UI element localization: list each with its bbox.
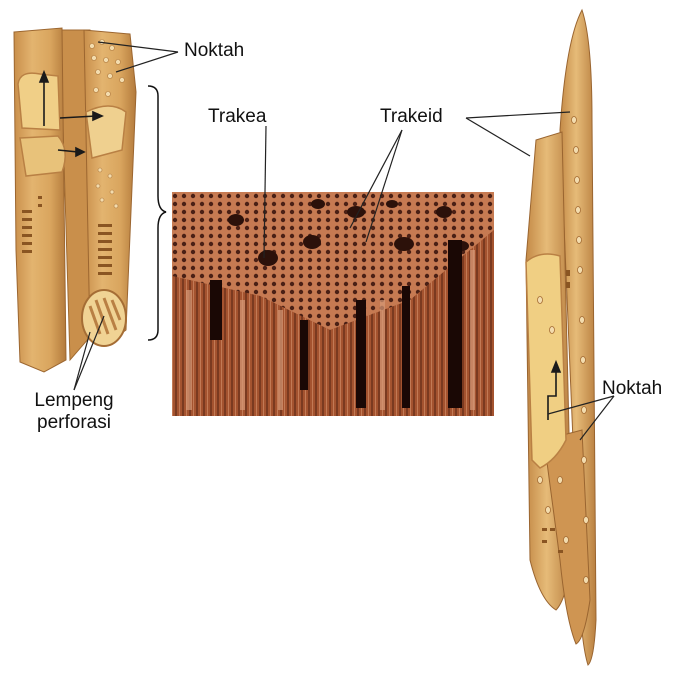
label-noktah-top: Noktah [184, 40, 244, 62]
perforation-window-mid [20, 136, 65, 176]
label-lempeng-perforasi: Lempeng perforasi [18, 390, 130, 434]
vessel-length-bracket [148, 86, 166, 340]
label-trakea: Trakea [208, 106, 266, 128]
label-lempeng-line2: perforasi [18, 412, 130, 434]
vessel-element-illustration [14, 28, 136, 372]
tracheid-cutaway [526, 254, 566, 468]
label-noktah-right: Noktah [602, 378, 662, 400]
label-trakeid: Trakeid [380, 106, 443, 128]
perforation-window-upper [18, 73, 60, 130]
label-lempeng-line1: Lempeng [18, 390, 130, 412]
tracheid-illustration [526, 10, 596, 665]
sem-micrograph [172, 192, 494, 416]
perforation-window-right [86, 106, 126, 158]
